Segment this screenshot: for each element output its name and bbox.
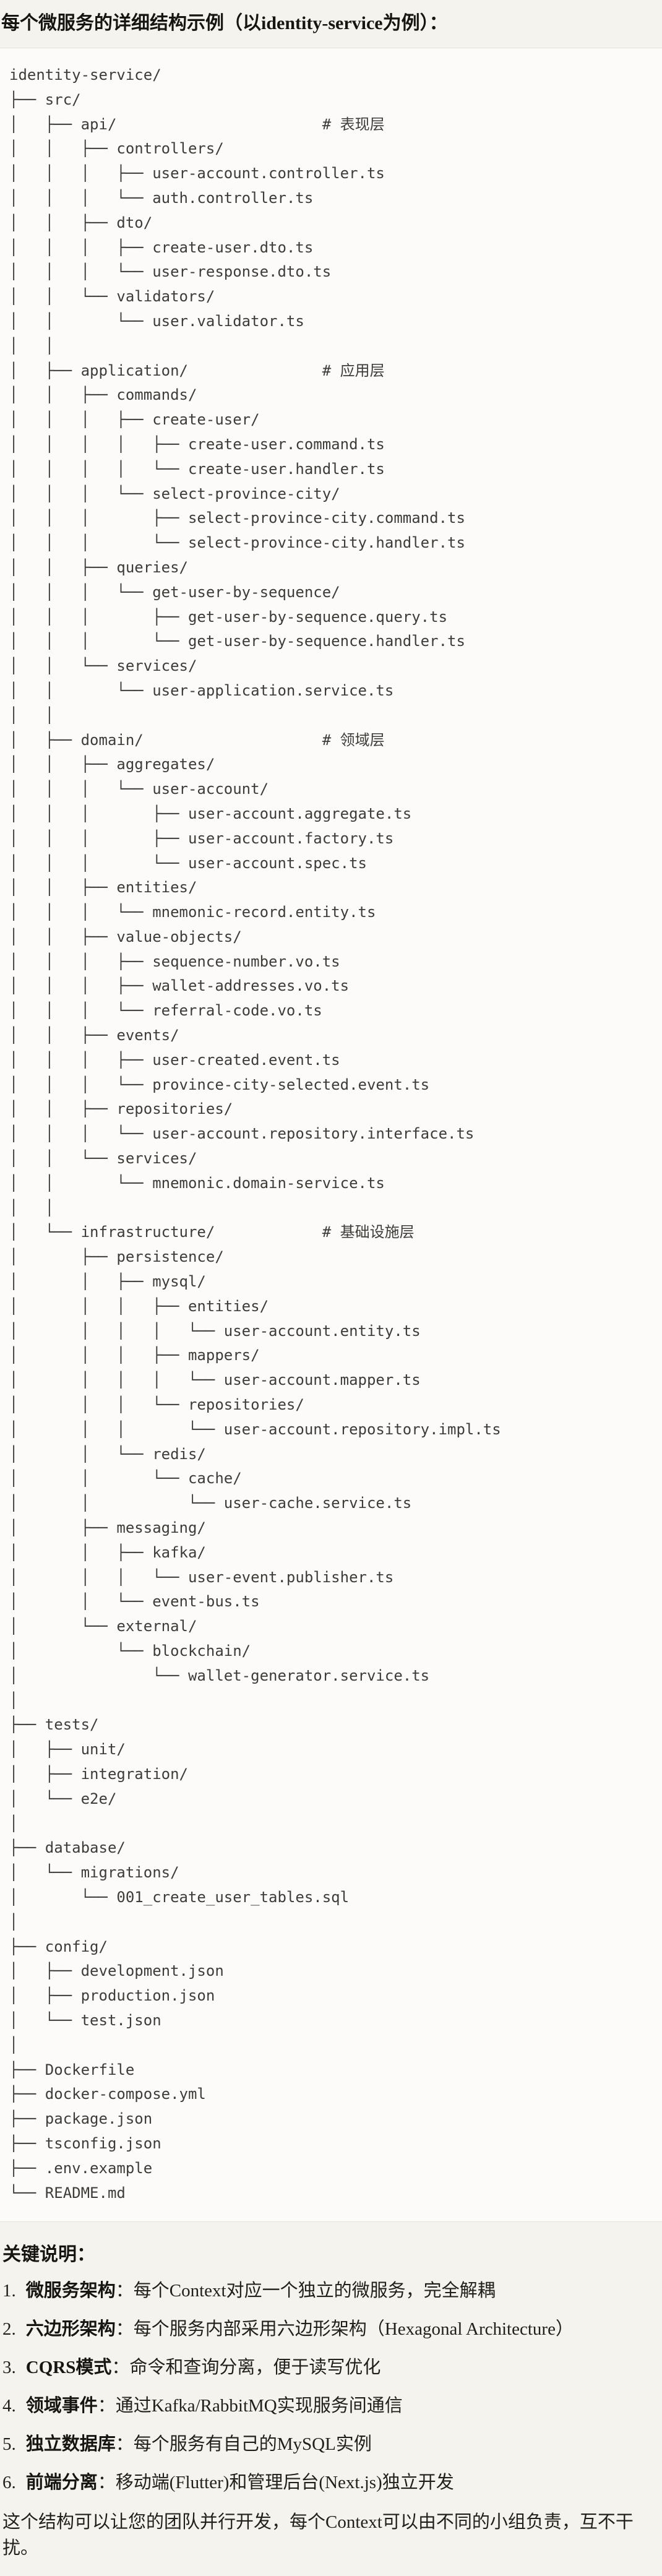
notes-section: 关键说明： 1. 微服务架构：每个Context对应一个独立的微服务，完全解耦 2… <box>0 2243 662 2576</box>
list-item-term: 六边形架构 <box>25 2319 116 2340</box>
list-item-term: 独立数据库 <box>25 2434 116 2455</box>
list-item-desc: ：移动端(Flutter)和管理后台(Next.js)独立开发 <box>97 2473 454 2493</box>
list-item-number: 5. <box>2 2434 16 2455</box>
list-item-number: 4. <box>2 2396 16 2416</box>
list-item: 5. 独立数据库：每个服务有自己的MySQL实例 <box>2 2431 658 2457</box>
list-item-term: CQRS模式 <box>25 2358 112 2378</box>
list-item-term: 领域事件 <box>25 2396 98 2416</box>
directory-tree: identity-service/ ├── src/ │ ├── api/ # … <box>9 66 501 2202</box>
list-item: 3. CQRS模式：命令和查询分离，便于读写优化 <box>2 2354 658 2380</box>
list-item-term: 前端分离 <box>25 2473 98 2493</box>
list-item-desc: ：命令和查询分离，便于读写优化 <box>111 2358 381 2378</box>
list-item-number: 3. <box>2 2358 16 2378</box>
list-item-number: 6. <box>2 2473 16 2493</box>
list-item-number: 1. <box>2 2281 16 2301</box>
list-item-number: 2. <box>2 2319 16 2340</box>
list-item: 2. 六边形架构：每个服务内部采用六边形架构（Hexagonal Architec… <box>2 2316 658 2342</box>
list-item: 1. 微服务架构：每个Context对应一个独立的微服务，完全解耦 <box>2 2278 658 2304</box>
code-block: identity-service/ ├── src/ │ ├── api/ # … <box>0 48 662 2223</box>
list-item-desc: ：每个服务内部采用六边形架构（Hexagonal Architecture） <box>115 2319 574 2340</box>
notes-heading: 关键说明： <box>2 2244 95 2265</box>
list-item-desc: ：通过Kafka/RabbitMQ实现服务间通信 <box>97 2396 403 2416</box>
list-item-desc: ：每个服务有自己的MySQL实例 <box>115 2434 372 2455</box>
list-item-desc: ：每个Context对应一个独立的微服务，完全解耦 <box>115 2281 496 2301</box>
list-item: 6. 前端分离：移动端(Flutter)和管理后台(Next.js)独立开发 <box>2 2470 658 2496</box>
list-item: 4. 领域事件：通过Kafka/RabbitMQ实现服务间通信 <box>2 2393 658 2419</box>
page-title: 每个微服务的详细结构示例（以identity-service为例）： <box>1 13 448 33</box>
list-item-term: 微服务架构 <box>25 2281 116 2301</box>
closing-paragraph: 这个结构可以让您的团队并行开发，每个Context可以由不同的小组负责，互不干扰… <box>2 2512 634 2559</box>
